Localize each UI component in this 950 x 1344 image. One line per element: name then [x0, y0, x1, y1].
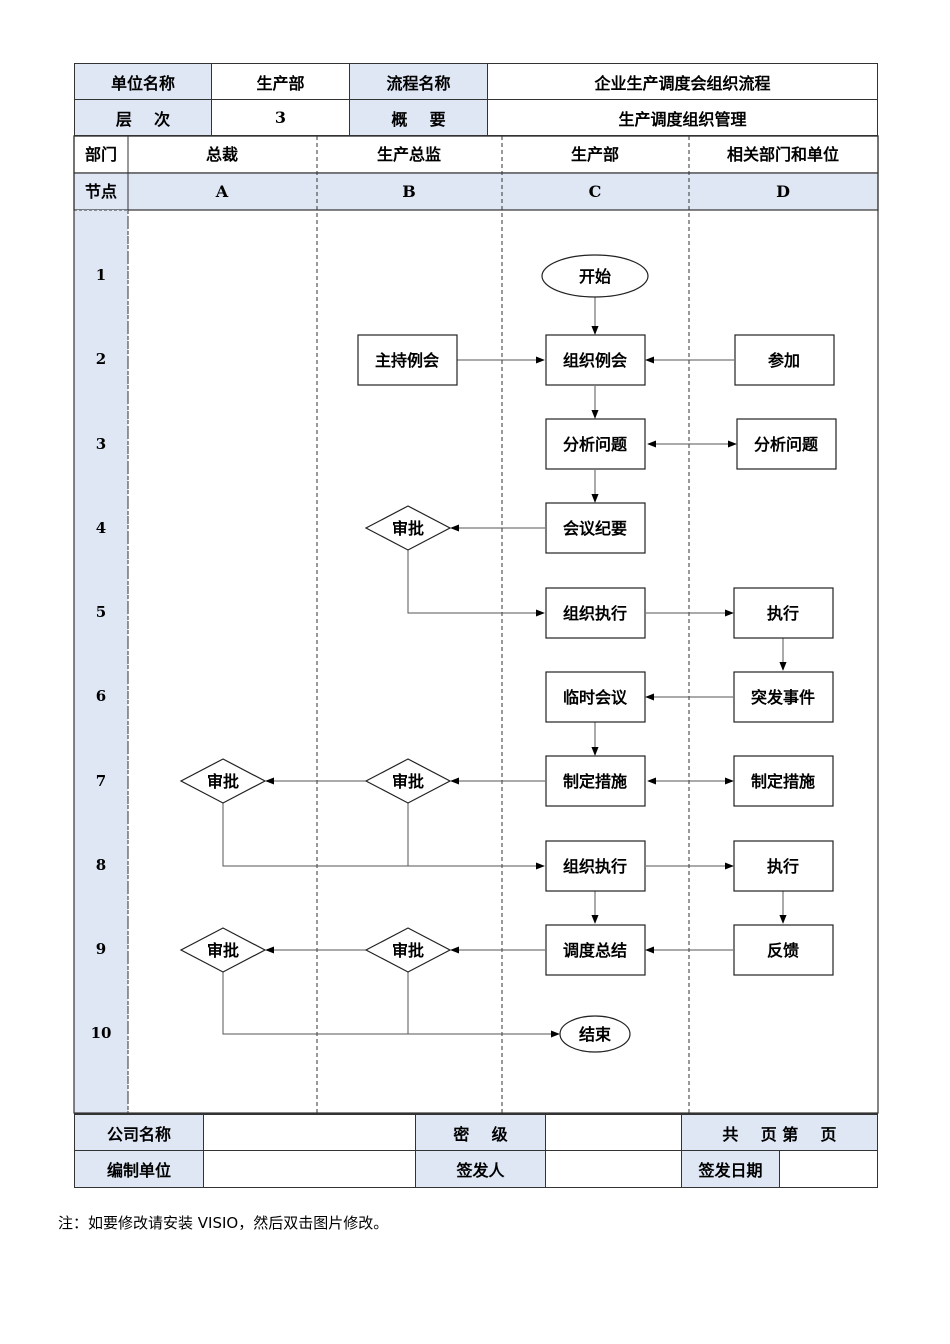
secret-value — [545, 1113, 682, 1151]
connector — [222, 803, 545, 870]
lane-node-d: D — [776, 182, 790, 201]
node-summary: 调度总结 — [563, 941, 627, 960]
company-value — [203, 1113, 416, 1151]
process-box — [733, 671, 834, 723]
node-execute-d5: 执行 — [767, 604, 799, 623]
page-count: 共 页 第 页 — [681, 1113, 878, 1151]
issue-date-value — [779, 1150, 878, 1188]
node-host-meeting: 主持例会 — [375, 351, 439, 370]
process-box — [545, 755, 646, 807]
issue-date-label: 签发日期 — [681, 1150, 780, 1188]
process-box — [734, 334, 835, 386]
node-approve-a9: 审批 — [207, 941, 239, 960]
row-number: 5 — [96, 603, 106, 621]
row-number: 10 — [91, 1024, 112, 1042]
node-start: 开始 — [579, 267, 611, 286]
row-index-column — [73, 209, 129, 1114]
decision-diamond — [179, 758, 267, 804]
node-analyze-d: 分析问题 — [754, 435, 819, 454]
row-number: 7 — [96, 772, 106, 790]
connector — [407, 550, 545, 617]
row-number: 8 — [96, 856, 106, 874]
process-box — [545, 418, 646, 470]
dept-row — [73, 135, 879, 174]
node-minutes: 会议纪要 — [563, 519, 627, 538]
node-approve-b7: 审批 — [392, 772, 424, 791]
process-box — [736, 418, 837, 470]
row-number: 3 — [96, 435, 106, 453]
node-organize-meeting: 组织例会 — [563, 351, 627, 370]
decision-diamond — [179, 927, 267, 973]
process-box — [545, 671, 646, 723]
process-box — [357, 334, 458, 386]
dept-label: 部门 — [85, 145, 117, 164]
process-box — [545, 587, 646, 639]
decision-diamond — [364, 927, 452, 973]
connector — [222, 972, 560, 1038]
row-number: 4 — [96, 519, 106, 537]
node-row — [73, 172, 879, 211]
end-terminator — [559, 1015, 631, 1053]
editor-label: 编制单位 — [74, 1150, 204, 1188]
decision-diamond — [364, 505, 452, 551]
lane-node-b: B — [402, 182, 416, 201]
process-box — [733, 755, 834, 807]
company-label: 公司名称 — [74, 1113, 204, 1151]
node-attend: 参加 — [768, 351, 800, 370]
issuer-label: 签发人 — [415, 1150, 546, 1188]
node-label: 节点 — [85, 182, 117, 201]
process-box — [545, 334, 646, 386]
unit-label: 单位名称 — [74, 63, 212, 100]
secret-label: 密 级 — [415, 1113, 546, 1151]
node-analyze-c: 分析问题 — [563, 435, 628, 454]
decision-diamond — [364, 758, 452, 804]
issuer-value — [545, 1150, 682, 1188]
node-emergency: 突发事件 — [751, 688, 815, 707]
summary-label: 概 要 — [349, 99, 488, 136]
node-temp-meeting: 临时会议 — [563, 688, 628, 707]
process-box — [545, 840, 646, 892]
node-measures-d: 制定措施 — [751, 772, 815, 791]
process-box — [545, 924, 646, 976]
lane-node-a: A — [215, 182, 229, 201]
process-box — [545, 502, 646, 554]
lane-dept-d: 相关部门和单位 — [727, 145, 839, 164]
node-feedback: 反馈 — [767, 941, 799, 960]
editor-value — [203, 1150, 416, 1188]
edit-note: 注：如要修改请安装 VISIO，然后双击图片修改。 — [58, 1214, 389, 1232]
lane-node-c: C — [589, 182, 602, 201]
node-execute-org1: 组织执行 — [563, 604, 627, 623]
lane-dept-c: 生产部 — [571, 145, 619, 164]
row-number: 6 — [96, 687, 106, 705]
row-number: 2 — [96, 350, 106, 368]
lane-dept-b: 生产总监 — [377, 145, 441, 164]
node-execute-org2: 组织执行 — [563, 857, 627, 876]
row-number: 9 — [96, 940, 106, 958]
node-approve-b4: 审批 — [392, 519, 424, 538]
node-measures-c: 制定措施 — [563, 772, 627, 791]
process-box — [733, 587, 834, 639]
row-number: 1 — [96, 266, 106, 284]
lane-dept-a: 总裁 — [206, 145, 238, 164]
node-approve-b9: 审批 — [392, 941, 424, 960]
node-end: 结束 — [578, 1025, 612, 1044]
node-execute-d8: 执行 — [767, 857, 799, 876]
node-approve-a7: 审批 — [207, 772, 239, 791]
process-box — [733, 840, 834, 892]
process-box — [733, 924, 834, 976]
start-terminator — [541, 254, 649, 298]
